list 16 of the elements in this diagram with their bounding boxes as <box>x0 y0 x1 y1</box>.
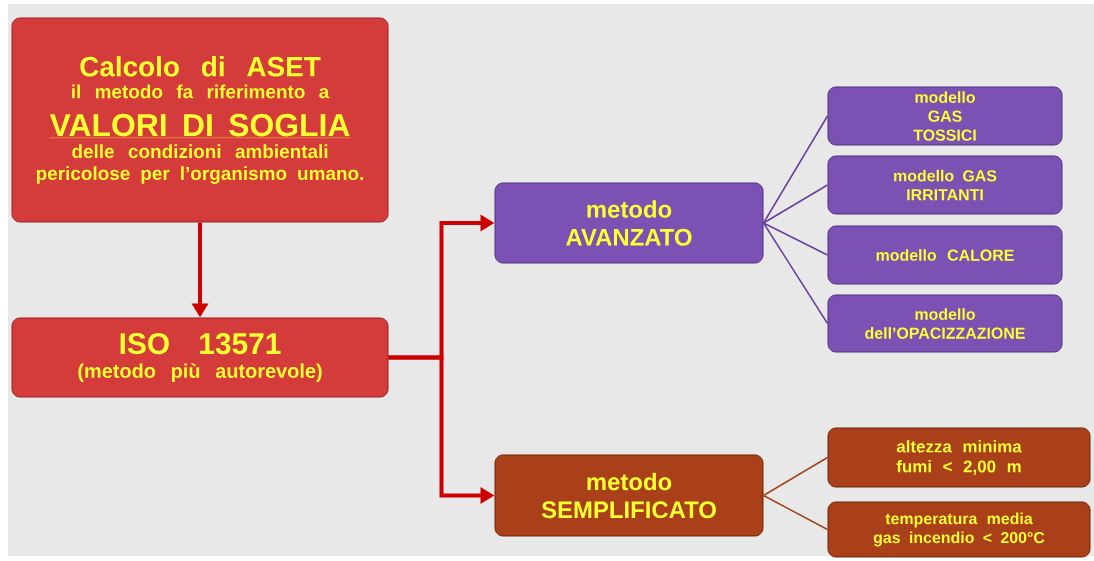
connector-line <box>762 456 829 497</box>
process-box: modello GAS TOSSICI <box>827 86 1063 146</box>
connector-line <box>762 222 829 256</box>
process-box: modello dell’OPACIZZAZIONE <box>827 294 1063 353</box>
connector-line <box>762 494 829 531</box>
process-box: modello CALORE <box>827 225 1063 285</box>
process-box: metodo AVANZATO <box>494 182 764 264</box>
connector-line <box>762 115 829 224</box>
process-box: temperatura media gas incendio < 200°C <box>827 501 1091 558</box>
process-box: modello GAS IRRITANTI <box>827 155 1063 215</box>
process-box: ISO 13571 (metodo più autorevole) <box>11 317 389 398</box>
connector-line <box>762 222 829 325</box>
process-box: metodo SEMPLIFICATO <box>494 454 764 537</box>
process-box: altezza minima fumi < 2,00 m <box>827 427 1091 488</box>
connector-line <box>762 184 829 224</box>
process-box: Calcolo di ASET il metodo fa riferimento a VALORI DI SOGLIA delle condizioni ambientali pericolose per l’organismo umano. <box>11 17 389 223</box>
